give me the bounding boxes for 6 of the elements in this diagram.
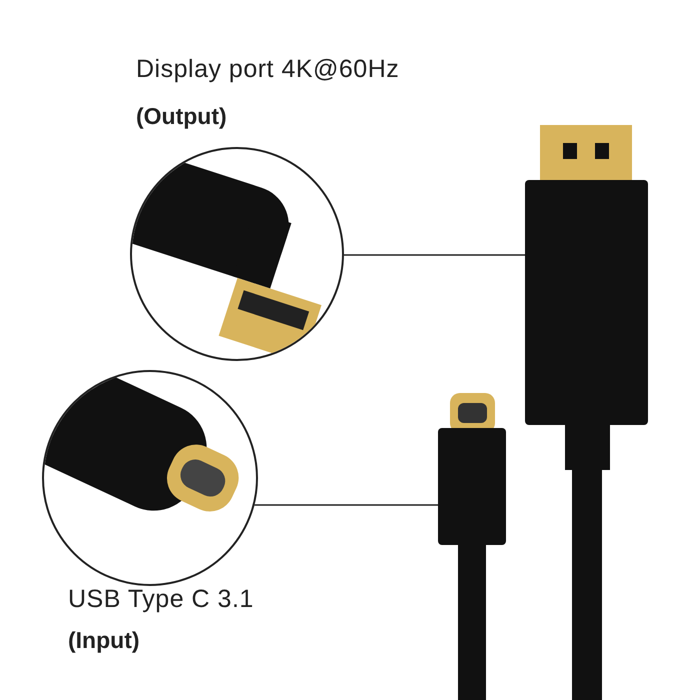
leader-line <box>344 254 525 256</box>
callout-title: USB Type C 3.1 <box>68 585 254 614</box>
callout-subtitle: (Output) <box>136 103 227 130</box>
callout-subtitle: (Input) <box>68 627 140 654</box>
callout-title: Display port 4K@60Hz <box>136 55 400 84</box>
leader-line <box>254 504 438 506</box>
